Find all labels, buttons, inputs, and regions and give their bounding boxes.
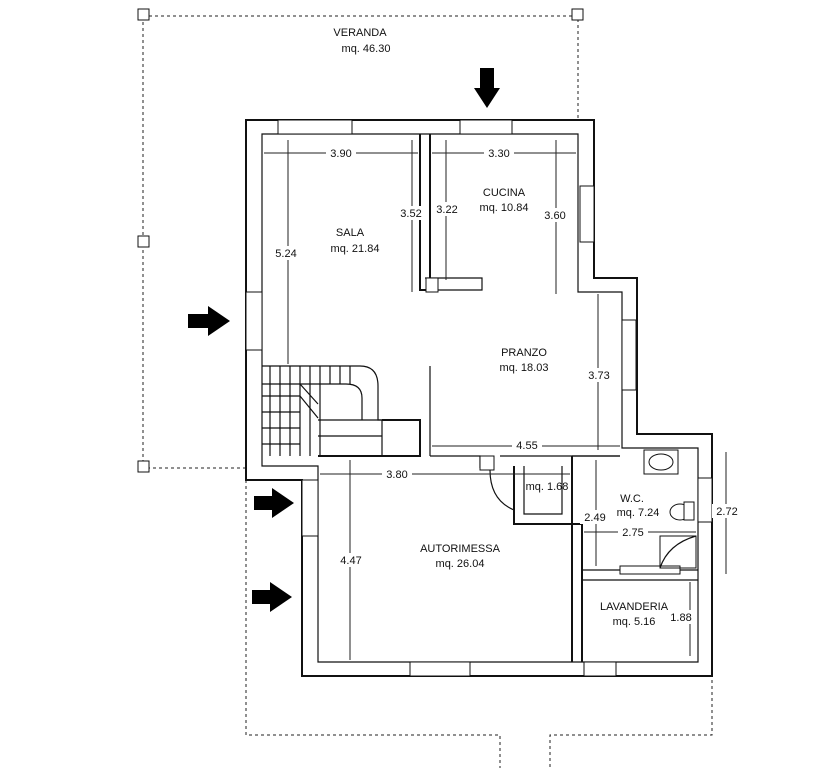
dim-pranzo-height: 3.73 [588, 370, 609, 382]
yard-outline [245, 480, 713, 768]
lavanderia-name: LAVANDERIA [600, 601, 669, 613]
dim-cucina-right: 3.60 [544, 210, 565, 222]
cucina-area: mq. 10.84 [480, 202, 529, 214]
dim-wc-height: 2.49 [584, 512, 605, 524]
entrance-arrows [188, 68, 500, 612]
dim-garage-width: 3.80 [386, 469, 407, 481]
veranda-name: VERANDA [333, 27, 387, 39]
dim-pranzo-width: 4.55 [516, 440, 537, 452]
veranda-outline [137, 8, 584, 473]
dim-wc-outer: 2.72 [716, 506, 737, 518]
house-walls [245, 119, 713, 677]
autorimessa-name: AUTORIMESSA [420, 543, 501, 555]
windows [245, 119, 713, 677]
autorimessa-area: mq. 26.04 [436, 558, 485, 570]
dim-cucina-left: 3.22 [436, 204, 457, 216]
pranzo-area: mq. 18.03 [500, 362, 549, 374]
dim-garage-height: 4.47 [340, 555, 361, 567]
dim-wc-width: 2.75 [622, 527, 643, 539]
ripostiglio-area: mq. 1.68 [526, 481, 569, 493]
wc-name: W.C. [620, 493, 644, 505]
wc-area: mq. 7.24 [617, 507, 660, 519]
dimension-labels: 3.90 3.30 5.24 3.52 3.22 3.60 3.73 4.55 … [271, 146, 742, 624]
sala-name: SALA [336, 227, 365, 239]
dim-sala-height: 5.24 [275, 248, 296, 260]
entrance-arrow [474, 68, 500, 108]
dimension-lines [264, 140, 727, 660]
dim-lavanderia-height: 1.88 [670, 612, 691, 624]
dim-sala-width: 3.90 [330, 148, 351, 160]
entrance-arrow [252, 582, 292, 612]
pranzo-name: PRANZO [501, 347, 547, 359]
sala-area: mq. 21.84 [331, 243, 380, 255]
lavanderia-area: mq. 5.16 [613, 616, 656, 628]
entrance-arrow [254, 488, 294, 518]
entrance-arrow [188, 306, 230, 336]
dim-sala-inner: 3.52 [400, 208, 421, 220]
veranda-area: mq. 46.30 [342, 43, 391, 55]
dim-cucina-width: 3.30 [488, 148, 509, 160]
cucina-name: CUCINA [483, 187, 526, 199]
room-labels: VERANDA mq. 46.30 SALA mq. 21.84 CUCINA … [331, 27, 669, 628]
wc-fixtures [643, 449, 697, 569]
